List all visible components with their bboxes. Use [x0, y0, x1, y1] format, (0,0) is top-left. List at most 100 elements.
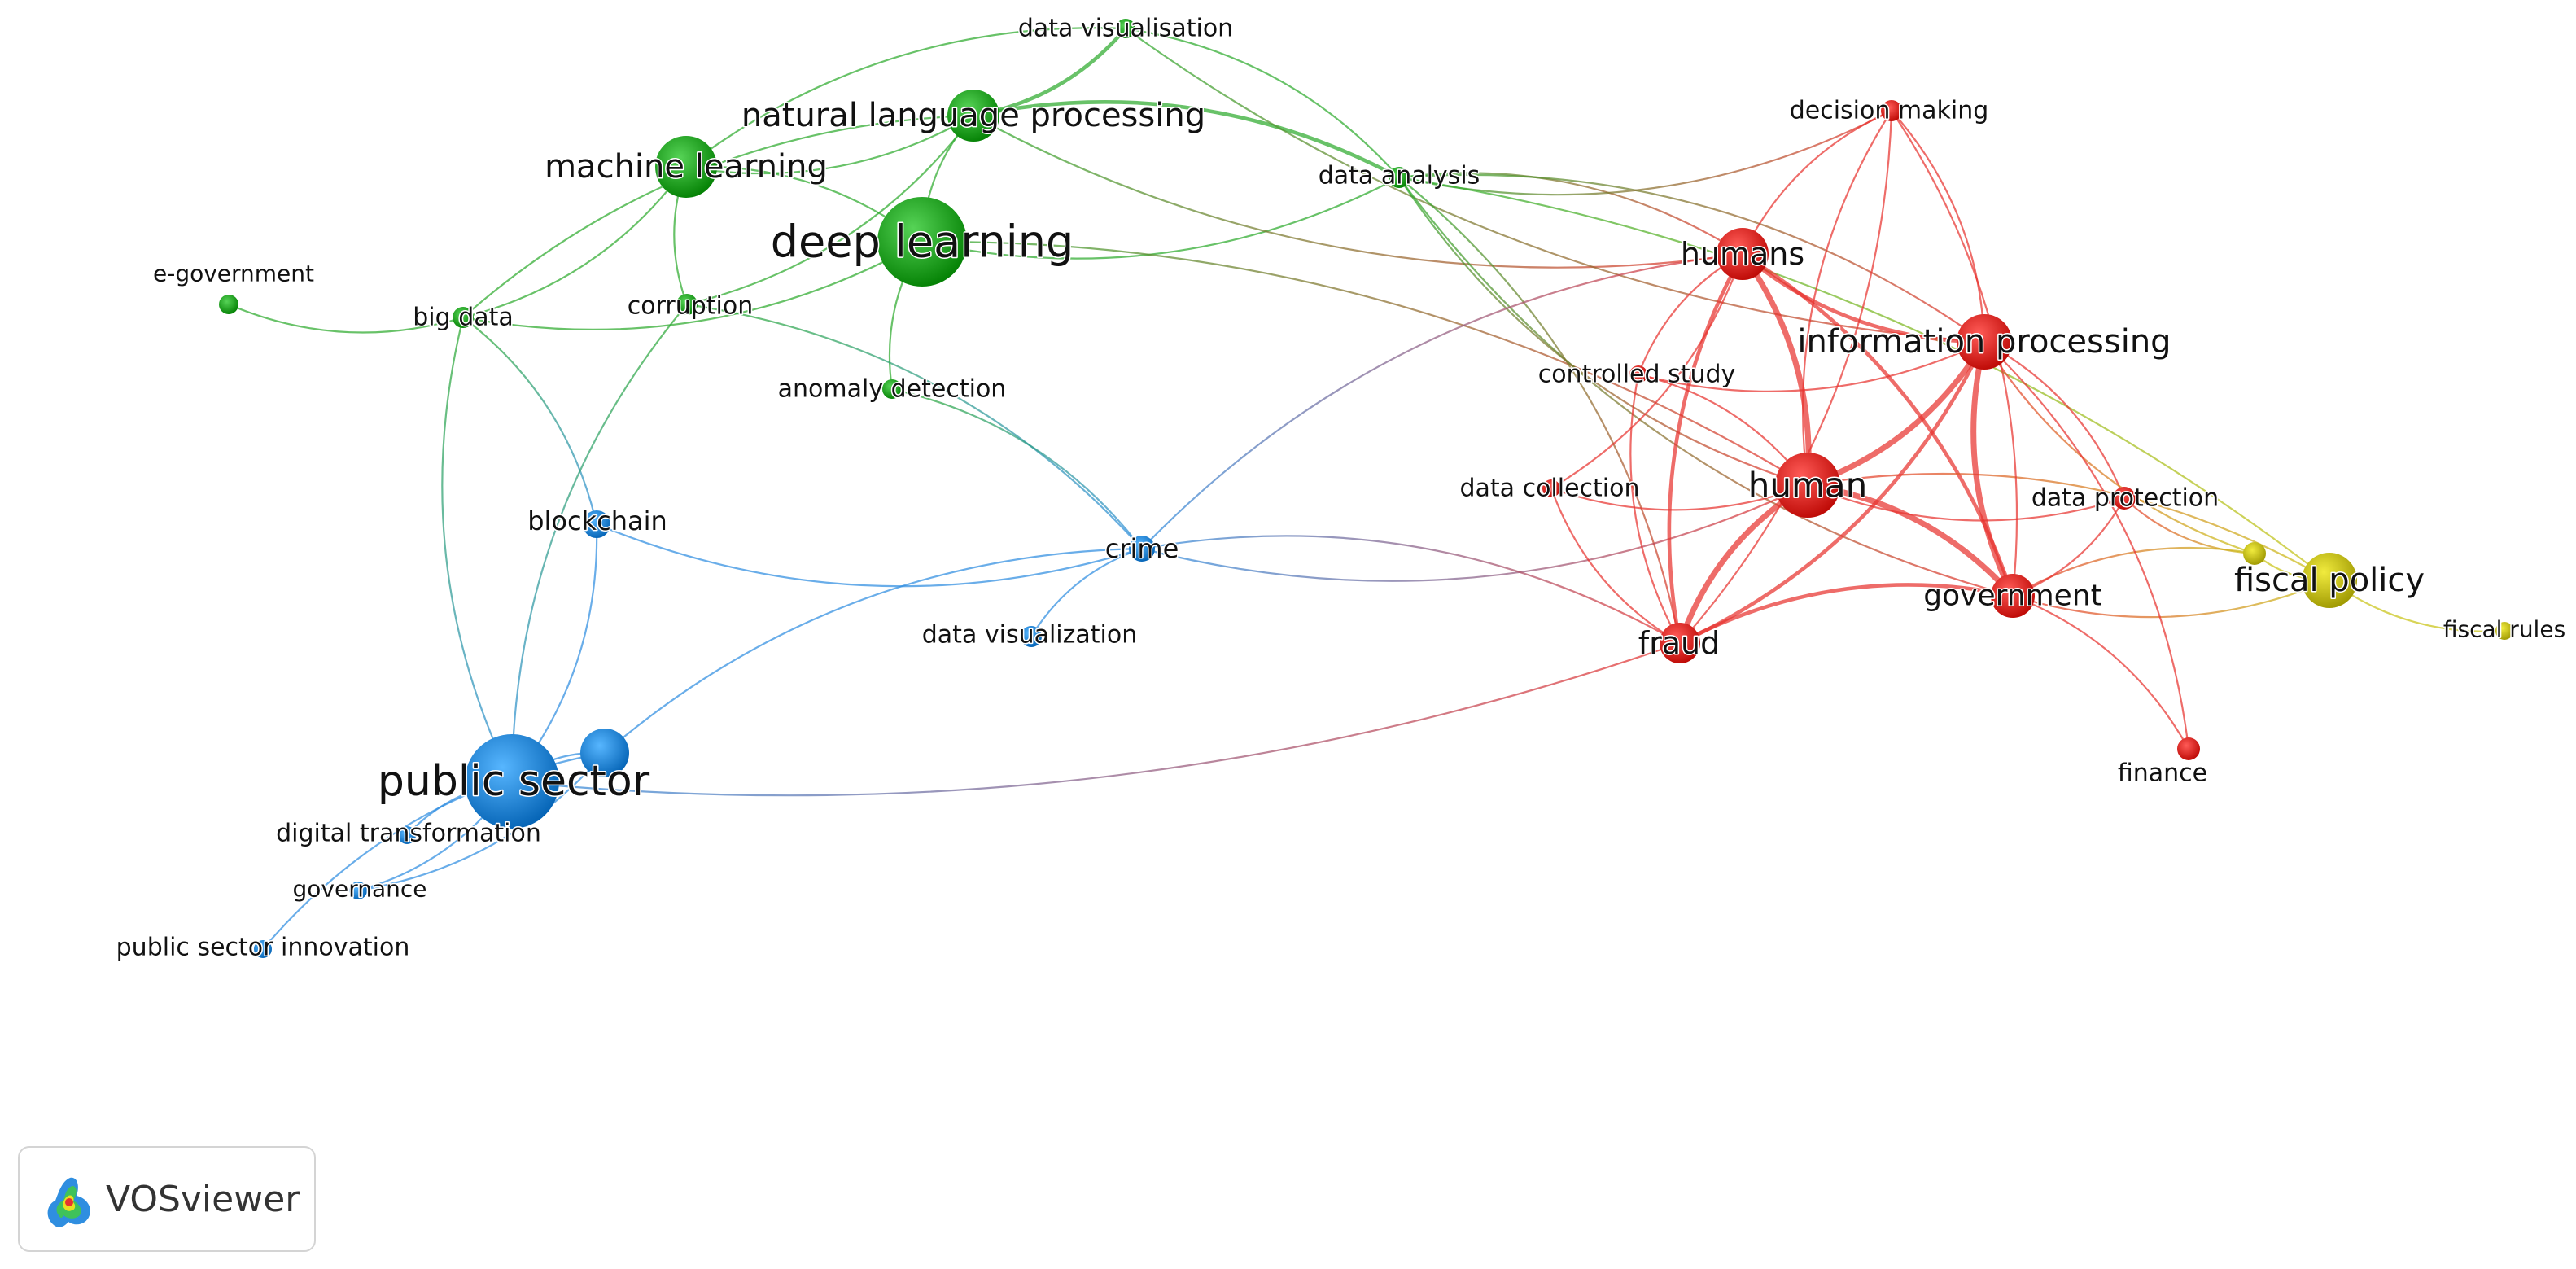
node-deep-learning[interactable]: [877, 197, 967, 287]
node-big-data[interactable]: [453, 307, 474, 328]
label-humans[interactable]: humans: [1679, 235, 1805, 273]
node-data-visualisation[interactable]: [1116, 19, 1135, 38]
node-government[interactable]: [1991, 574, 2035, 618]
link-human-data-collection: [1550, 484, 1808, 511]
label-digital-transformation[interactable]: digital transformation: [275, 818, 543, 849]
label-fraud[interactable]: fraud: [1637, 624, 1721, 663]
label-data-protection[interactable]: data protection: [2030, 483, 2220, 514]
node-anomaly-detection[interactable]: [882, 379, 902, 399]
label-controlled-study[interactable]: controlled study: [1537, 359, 1737, 390]
link-e-government-big-data: [228, 303, 464, 334]
label-e-government[interactable]: e-government: [151, 259, 315, 288]
label-human[interactable]: human: [1747, 464, 1869, 506]
node-digital-transformation[interactable]: [398, 826, 416, 844]
link-information-processing-government: [1970, 341, 2016, 597]
label-fiscal-policy[interactable]: fiscal policy: [2233, 561, 2425, 601]
link-data-protection-fiscal-policy-2: [2123, 497, 2255, 555]
node-public-sector-2[interactable]: [580, 729, 629, 777]
link-information-processing-data-protection: [1983, 341, 2126, 499]
node-controlled-study[interactable]: [1629, 365, 1647, 383]
link-data-analysis-fraud: [1398, 177, 1682, 644]
label-big-data[interactable]: big data: [412, 302, 515, 333]
node-information-processing[interactable]: [1957, 314, 2012, 370]
link-anomaly-detection-crime: [891, 387, 1143, 549]
link-machine-learning-data-visualisation: [685, 27, 1126, 168]
link-data-visualisation-information-processing: [1125, 28, 1985, 344]
label-data-collection[interactable]: data collection: [1459, 473, 1641, 504]
label-public-sector-innovation[interactable]: public sector innovation: [115, 932, 411, 963]
link-data-analysis-government: [1398, 177, 2014, 597]
link-natural-language-processing-corruption: [686, 115, 974, 306]
link-data-analysis-humans: [1398, 172, 1743, 255]
link-public-sector-fraud: [511, 641, 1681, 797]
link-data-analysis-human: [1398, 177, 1808, 487]
link-government-fraud: [1678, 583, 2014, 645]
node-machine-learning[interactable]: [655, 136, 717, 198]
link-information-processing-fraud: [1679, 341, 1987, 645]
node-governance[interactable]: [349, 882, 367, 899]
label-public-sector[interactable]: public sector: [376, 756, 651, 807]
label-crime[interactable]: crime: [1104, 532, 1180, 566]
node-humans[interactable]: [1717, 228, 1769, 280]
link-natural-language-processing-data-analysis: [973, 99, 1401, 180]
link-corruption-public-sector: [510, 304, 688, 782]
link-information-processing-decision-making: [1891, 110, 1986, 343]
vosviewer-logo-text: VOSviewer: [106, 1178, 300, 1220]
link-information-processing-fiscal-policy-2: [1983, 341, 2255, 555]
node-corruption[interactable]: [676, 294, 698, 315]
label-fiscal-rules[interactable]: fiscal rules: [2442, 615, 2566, 644]
node-blockchain[interactable]: [583, 510, 610, 538]
node-fiscal-policy-2[interactable]: [2243, 542, 2266, 565]
link-information-processing-controlled-study: [1638, 341, 1985, 392]
node-natural-language-processing[interactable]: [947, 90, 999, 142]
vosviewer-logo-icon: [47, 1177, 90, 1227]
node-data-collection[interactable]: [1542, 479, 1560, 497]
link-deep-learning-data-analysis: [921, 177, 1400, 260]
label-data-visualisation[interactable]: data visualisation: [1017, 13, 1234, 44]
label-governance[interactable]: governance: [291, 874, 428, 904]
label-blockchain[interactable]: blockchain: [527, 505, 669, 538]
link-data-analysis-fiscal-policy: [1398, 176, 2330, 581]
label-decision-making[interactable]: decision making: [1788, 95, 1990, 126]
nodes-layer: [219, 19, 2513, 958]
link-deep-learning-human: [921, 240, 1808, 486]
label-information-processing[interactable]: information processing: [1796, 322, 2172, 362]
node-finance[interactable]: [2177, 737, 2200, 760]
node-fiscal-policy[interactable]: [2302, 553, 2357, 608]
label-anomaly-detection[interactable]: anomaly detection: [776, 374, 1008, 405]
node-fiscal-rules[interactable]: [2495, 622, 2513, 640]
node-decision-making[interactable]: [1881, 100, 1902, 121]
node-e-government[interactable]: [219, 295, 238, 314]
link-crime-human: [1141, 484, 1808, 582]
node-data-protection[interactable]: [2113, 487, 2136, 510]
links-layer: [228, 27, 2505, 950]
label-finance[interactable]: finance: [2116, 758, 2208, 789]
node-crime[interactable]: [1129, 536, 1155, 562]
label-government[interactable]: government: [1922, 578, 2103, 614]
link-humans-data-collection: [1550, 253, 1744, 489]
node-human[interactable]: [1775, 453, 1840, 518]
label-corruption[interactable]: corruption: [626, 291, 754, 322]
label-machine-learning[interactable]: machine learning: [544, 147, 829, 187]
label-deep-learning[interactable]: deep learning: [769, 215, 1074, 269]
link-big-data-public-sector: [441, 317, 513, 782]
link-government-fiscal-policy: [2012, 579, 2330, 619]
link-public-sector-2-governance: [357, 752, 606, 892]
link-humans-information-processing: [1741, 252, 1985, 344]
node-fraud[interactable]: [1660, 623, 1700, 663]
node-public-sector[interactable]: [465, 734, 559, 829]
node-data-visualization[interactable]: [1021, 626, 1042, 647]
link-humans-human: [1740, 252, 1812, 486]
node-public-sector-innovation[interactable]: [254, 940, 272, 958]
link-fraud-decision-making: [1679, 110, 1893, 644]
link-machine-learning-big-data: [462, 166, 687, 319]
link-human-information-processing: [1806, 340, 1987, 488]
link-human-decision-making: [1802, 110, 1892, 486]
link-blockchain-crime: [596, 523, 1143, 588]
node-data-analysis[interactable]: [1389, 167, 1410, 188]
link-machine-learning-natural-language-processing: [685, 115, 974, 175]
label-data-analysis[interactable]: data analysis: [1317, 160, 1481, 191]
label-data-visualization[interactable]: data visualization: [921, 619, 1139, 650]
label-natural-language-processing[interactable]: natural language processing: [740, 96, 1206, 136]
